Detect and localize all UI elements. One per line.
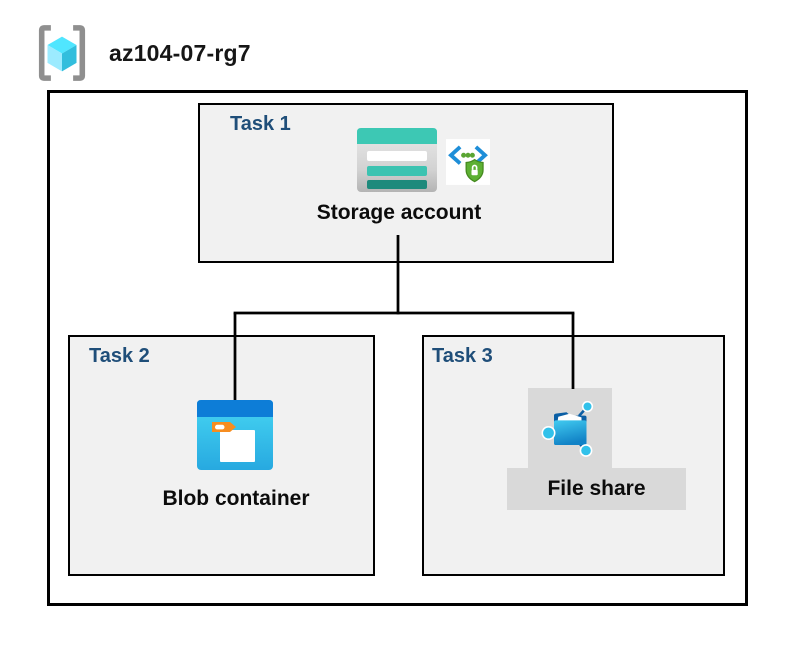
sas-security-lock-icon	[446, 139, 490, 185]
task3-box: Task 3 File share	[422, 335, 725, 576]
file-share-label-highlight: File share	[507, 468, 686, 510]
file-share-icon-highlight	[528, 388, 612, 468]
file-share-label: File share	[547, 477, 646, 500]
task2-label: Task 2	[89, 345, 150, 367]
storage-account-label: Storage account	[316, 201, 482, 224]
resource-group-icon	[38, 25, 86, 81]
task3-label: Task 3	[432, 345, 493, 367]
storage-account-icon	[357, 128, 437, 192]
file-share-icon	[541, 400, 594, 457]
task1-box: Task 1 Sto	[198, 103, 614, 263]
resource-group-title: az104-07-rg7	[109, 40, 251, 66]
blob-container-icon	[197, 400, 273, 470]
blob-container-label: Blob container	[162, 487, 310, 510]
task2-box: Task 2 Blob container	[68, 335, 375, 576]
task1-label: Task 1	[230, 113, 291, 135]
